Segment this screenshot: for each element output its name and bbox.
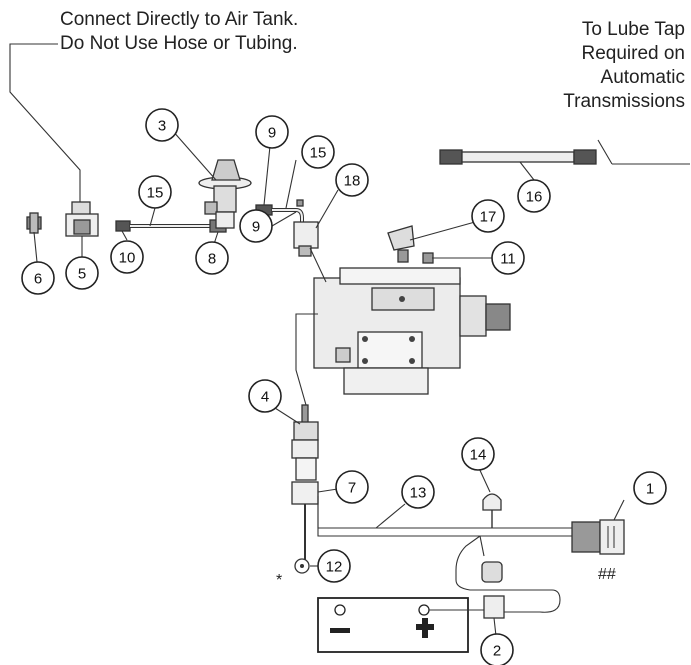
lube-tap-note-line1: To Lube Tap: [581, 19, 685, 40]
callout-10: 10: [110, 240, 144, 274]
svg-text:3: 3: [158, 118, 166, 135]
callout-7: 7: [335, 470, 369, 504]
tee-part-18: [293, 221, 319, 257]
sensor-part-4: [291, 404, 319, 481]
ring-terminal-part-12: [294, 558, 310, 574]
pump-body: [313, 267, 511, 395]
air-tank-note-line2: Do Not Use Hose or Tubing.: [60, 33, 298, 54]
svg-text:17: 17: [480, 209, 497, 226]
svg-text:9: 9: [268, 125, 276, 142]
connector-part-1: [571, 519, 625, 555]
tube-part-15-upper: [255, 199, 304, 235]
svg-text:2: 2: [493, 643, 501, 660]
lube-tap-note: To Lube Tap Required on Automatic Transm…: [563, 18, 685, 114]
battery-lead-wire: [455, 535, 561, 613]
callout-11: 11: [491, 241, 525, 275]
tee-to-pump-line: [309, 247, 327, 283]
svg-text:10: 10: [119, 250, 136, 267]
callout-6: 6: [21, 261, 55, 295]
callout-leaders: [33, 129, 625, 567]
connector-part-7: [291, 481, 319, 560]
fuse-holder: [481, 561, 503, 583]
battery-minus-sign: [330, 628, 350, 633]
callout-5: 5: [65, 256, 99, 290]
callout-2: 2: [480, 633, 514, 665]
callout-17: 17: [471, 199, 505, 233]
svg-text:16: 16: [526, 189, 543, 206]
elbow-part-17: [387, 225, 415, 263]
svg-text:14: 14: [470, 447, 487, 464]
callout-13: 13: [401, 475, 435, 509]
fuse-lead-wire: [479, 535, 485, 557]
splice-part-14: [482, 493, 502, 528]
fitting-part-6: [26, 212, 42, 234]
plug-part-11: [422, 252, 434, 264]
lube-tap-leader: [597, 139, 690, 165]
svg-text:12: 12: [326, 559, 343, 576]
svg-text:11: 11: [500, 251, 516, 268]
svg-text:15: 15: [147, 185, 164, 202]
callout-16: 16: [517, 179, 551, 213]
battery-plus-sign: [416, 618, 434, 638]
switch-part-3: [198, 159, 252, 229]
callout-8: 8: [195, 241, 229, 275]
svg-text:15: 15: [310, 145, 327, 162]
svg-text:5: 5: [78, 266, 86, 283]
callout-3: 3: [145, 108, 179, 142]
valve-part-5: [65, 201, 99, 237]
callout-15a: 15: [138, 175, 172, 209]
asterisk-marker: *: [276, 572, 283, 589]
callout-15b: 15: [301, 135, 335, 169]
svg-text:4: 4: [261, 389, 269, 406]
callout-9b: 9: [239, 209, 273, 243]
hose-part-16: [439, 149, 597, 165]
pump-wire: [295, 313, 318, 406]
lube-tap-note-line4: Transmissions: [563, 91, 685, 112]
air-tank-note-line1: Connect Directly to Air Tank.: [60, 9, 299, 30]
harness-wire-bottom: [317, 496, 580, 537]
battery-clamp-part-2: [483, 595, 505, 637]
svg-text:1: 1: [646, 481, 654, 498]
svg-text:18: 18: [344, 173, 361, 190]
battery: [317, 597, 484, 653]
svg-text:6: 6: [34, 271, 42, 288]
callout-12: 12: [317, 549, 351, 583]
svg-text:13: 13: [410, 485, 427, 502]
callout-1: 1: [633, 471, 667, 505]
air-tank-leader: [9, 43, 81, 205]
callout-9a: 9: [255, 115, 289, 149]
lube-tap-note-line2: Required on: [581, 43, 685, 64]
lube-tap-note-line3: Automatic: [600, 67, 685, 88]
svg-text:7: 7: [348, 480, 356, 497]
callout-4: 4: [248, 379, 282, 413]
svg-text:9: 9: [252, 219, 260, 236]
air-tank-note: Connect Directly to Air Tank. Do Not Use…: [60, 8, 298, 56]
svg-text:8: 8: [208, 251, 216, 268]
callout-18: 18: [335, 163, 369, 197]
double-hash-marker: ##: [598, 566, 616, 583]
callout-14: 14: [461, 437, 495, 471]
